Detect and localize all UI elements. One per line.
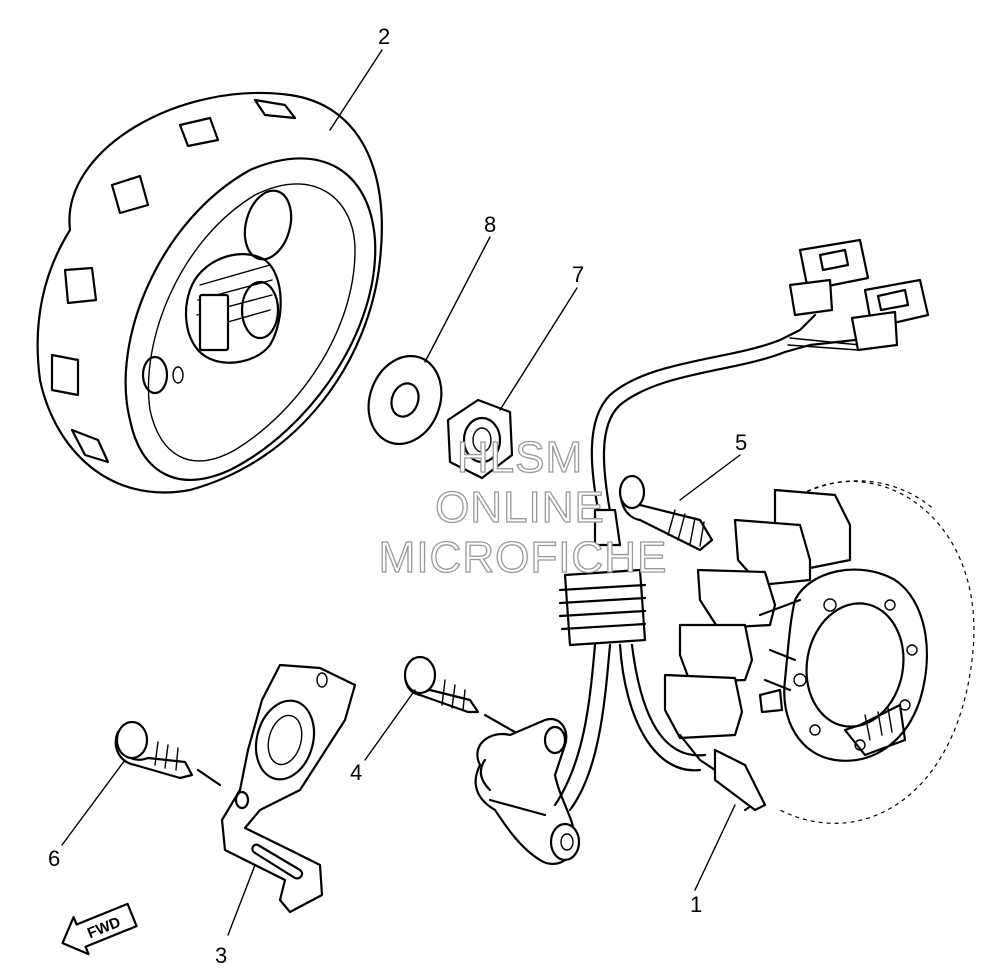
- rotor-flywheel: [36, 91, 383, 494]
- wire-harness: [553, 238, 930, 812]
- bolt-stator: [618, 474, 714, 552]
- callout-6: 6: [48, 846, 60, 871]
- arrow-left-icon: [61, 902, 138, 956]
- pickup-coil: [474, 717, 581, 866]
- watermark-line-3: MICROFICHE: [379, 533, 668, 582]
- bracket: [220, 663, 357, 914]
- watermark-line-1: HLSM: [457, 433, 583, 482]
- bolt-pickup: [403, 655, 522, 737]
- callout-labels: 1 2 3 4 5 6 7 8: [48, 24, 747, 968]
- bolt-bracket: [114, 720, 222, 787]
- watermark: HLSM ONLINE MICROFICHE: [378, 432, 668, 582]
- callout-3: 3: [215, 943, 227, 968]
- callout-5: 5: [735, 430, 747, 455]
- leader-lines: [61, 49, 741, 936]
- washer: [367, 354, 443, 446]
- callout-1: 1: [690, 892, 702, 917]
- callout-7: 7: [572, 262, 584, 287]
- stator: [663, 480, 975, 824]
- callout-2: 2: [378, 24, 390, 49]
- callout-8: 8: [484, 212, 496, 237]
- nut: [446, 398, 514, 480]
- watermark-line-2: ONLINE: [435, 483, 605, 532]
- fwd-direction-badge: FWD: [61, 902, 138, 956]
- callout-4: 4: [350, 760, 362, 785]
